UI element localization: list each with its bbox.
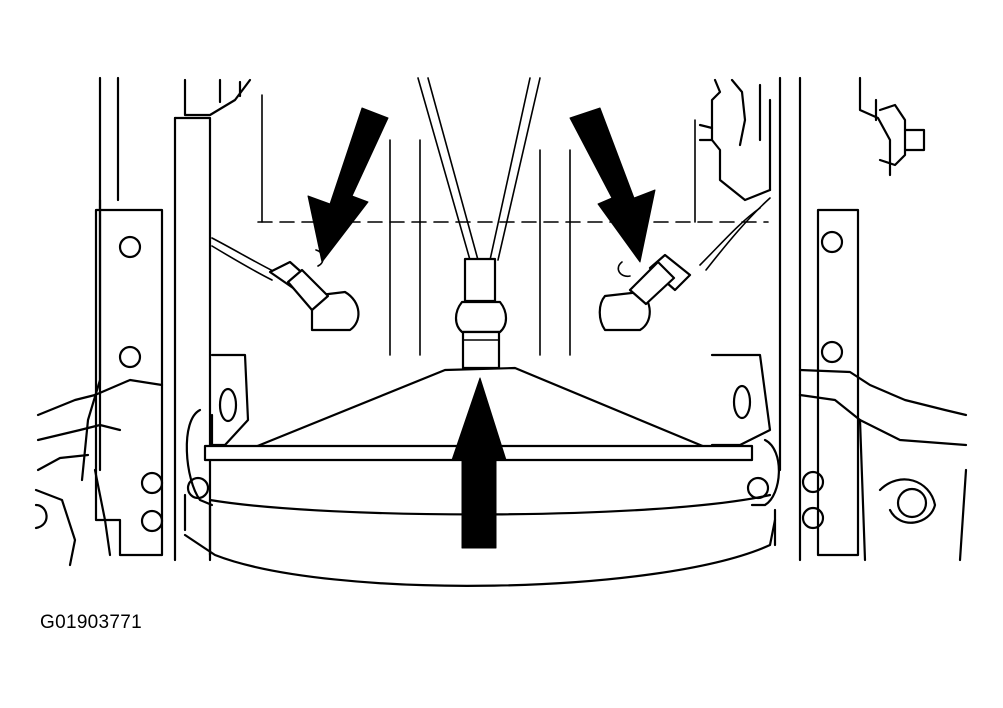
center-wiring bbox=[417, 77, 541, 261]
left-seat-sensor bbox=[211, 237, 360, 332]
center-connector-arrow bbox=[451, 377, 507, 549]
figure-id-label: G01903771 bbox=[40, 612, 143, 633]
left-seat-frame bbox=[34, 76, 252, 567]
center-connector bbox=[454, 257, 508, 370]
right-sensor-arrow bbox=[569, 107, 656, 263]
right-seat-frame bbox=[698, 76, 968, 562]
background-verticals bbox=[261, 94, 696, 356]
right-seat-sensor bbox=[598, 197, 771, 332]
left-sensor-arrow bbox=[307, 107, 389, 263]
